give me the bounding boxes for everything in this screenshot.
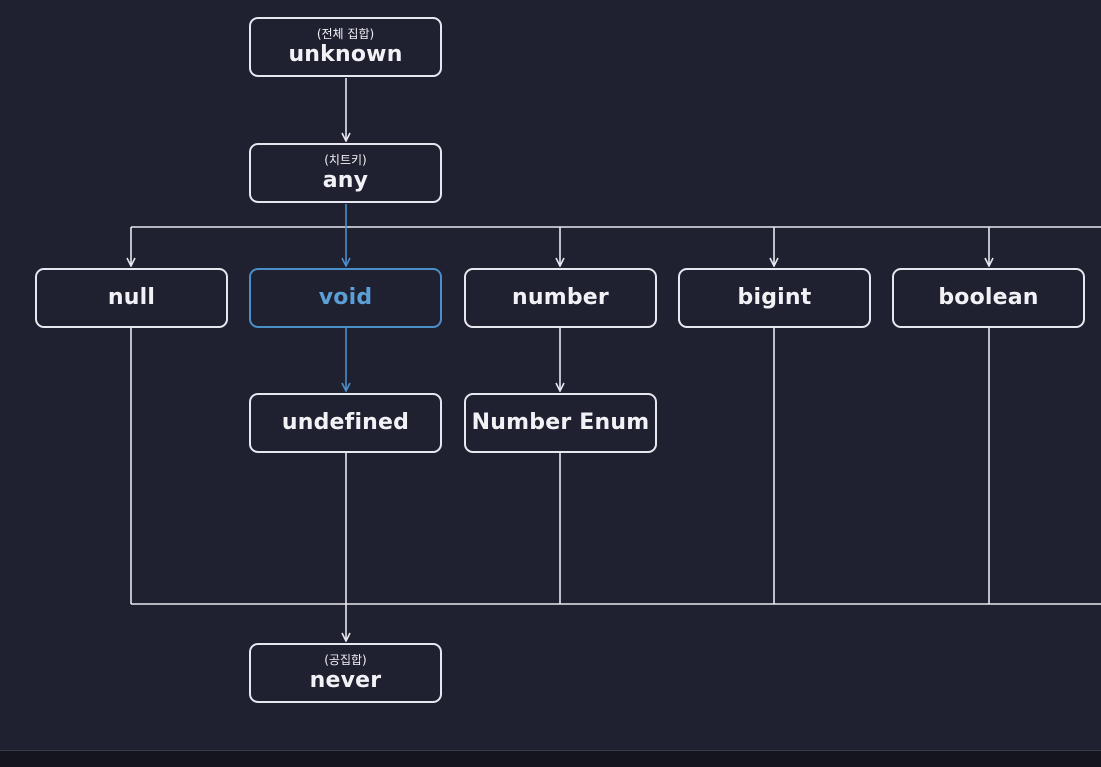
node-undefined-label: undefined	[281, 410, 410, 435]
node-null-label: null	[107, 285, 156, 310]
node-unknown-caption: (전체 집합)	[316, 26, 375, 41]
node-never-caption: (공집합)	[324, 652, 367, 667]
node-unknown-label: unknown	[288, 41, 403, 67]
node-any-caption: (치트키)	[324, 152, 367, 167]
node-never[interactable]: (공집합) never	[249, 643, 442, 703]
node-boolean-label: boolean	[938, 285, 1039, 310]
node-number[interactable]: number	[464, 268, 657, 328]
node-unknown[interactable]: (전체 집합) unknown	[249, 17, 442, 77]
bottom-bar	[0, 750, 1101, 767]
node-null[interactable]: null	[35, 268, 228, 328]
node-any-label: any	[322, 167, 369, 193]
node-bigint[interactable]: bigint	[678, 268, 871, 328]
node-boolean[interactable]: boolean	[892, 268, 1085, 328]
node-never-label: never	[309, 667, 382, 693]
node-any[interactable]: (치트키) any	[249, 143, 442, 203]
node-number-enum[interactable]: Number Enum	[464, 393, 657, 453]
node-bigint-label: bigint	[737, 285, 812, 310]
node-number-label: number	[512, 285, 609, 310]
node-undefined[interactable]: undefined	[249, 393, 442, 453]
node-void[interactable]: void	[249, 268, 442, 328]
node-number-enum-label: Number Enum	[471, 410, 650, 435]
node-void-label: void	[318, 285, 373, 310]
